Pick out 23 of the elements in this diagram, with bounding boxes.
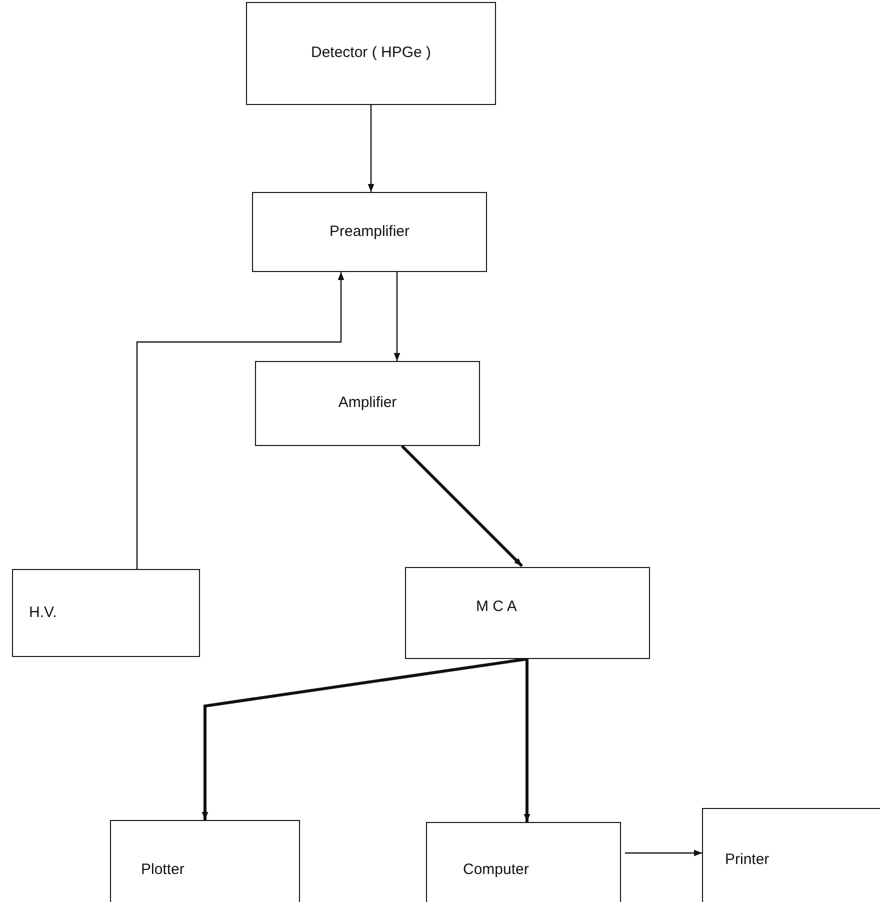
box-label: M C A bbox=[476, 597, 517, 617]
box-label: Plotter bbox=[141, 860, 184, 880]
process-box bbox=[246, 2, 496, 105]
process-box bbox=[12, 569, 200, 657]
box-label: Detector ( HPGe ) bbox=[310, 43, 432, 64]
process-box bbox=[110, 820, 300, 902]
arrow bbox=[394, 272, 400, 361]
box-label: Printer bbox=[725, 850, 770, 870]
process-box bbox=[702, 808, 880, 902]
arrow bbox=[400, 444, 524, 568]
arrow bbox=[524, 659, 530, 822]
process-box bbox=[252, 192, 487, 272]
box-label: Amplifier bbox=[338, 393, 397, 414]
box-label: H.V. bbox=[29, 602, 57, 623]
box-label: Computer bbox=[463, 860, 529, 880]
process-box bbox=[255, 361, 480, 446]
process-box bbox=[426, 822, 621, 902]
arrow bbox=[625, 850, 702, 856]
arrow bbox=[202, 658, 528, 820]
arrow bbox=[136, 272, 344, 569]
box-label: Preamplifier bbox=[329, 222, 410, 242]
process-box bbox=[405, 567, 650, 659]
arrow bbox=[368, 105, 374, 192]
